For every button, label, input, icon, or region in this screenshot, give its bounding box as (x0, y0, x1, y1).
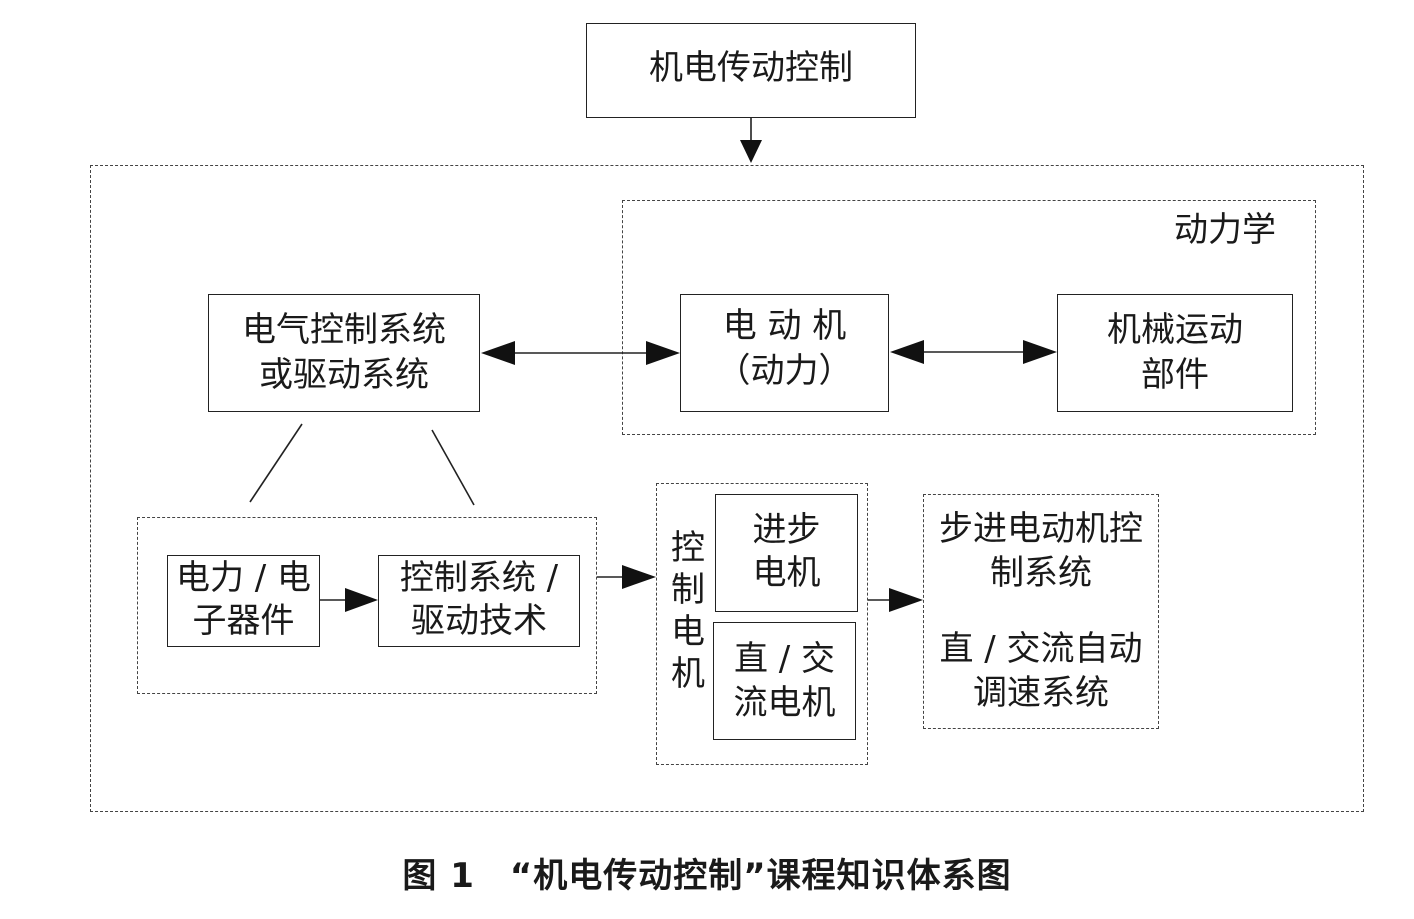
electrical-control-label-2: 或驱动系统 (259, 355, 429, 395)
speed-control-system-label-2: 调速系统 (973, 673, 1109, 713)
control-systems-region (923, 494, 1159, 729)
control-drive-box (378, 555, 580, 647)
branch-left-line (249, 423, 303, 503)
motor-label-1: 电 动 机 (722, 306, 847, 346)
branch-right-line (431, 429, 475, 506)
power-devices-label-2: 子器件 (192, 601, 295, 641)
acdc-motor-label-1: 直 / 交 (733, 639, 836, 679)
dynamics-label: 动力学 (1174, 210, 1276, 250)
stepper-control-system-label-1: 步进电动机控 (939, 509, 1143, 549)
acdc-motor-label-2: 流电机 (733, 683, 836, 723)
power-devices-box (167, 555, 320, 647)
stepper-motor-label-2: 电机 (752, 553, 821, 593)
dynamics-region (622, 200, 1316, 435)
control-motor-region (656, 483, 868, 765)
top-node-box (586, 23, 916, 118)
stepper-motor-box (715, 494, 858, 612)
outer-system-region (90, 165, 1364, 812)
power-devices-label-1: 电力 / 电 (175, 558, 312, 598)
control-motor-vertical-label: 控制电机 (671, 528, 705, 694)
top-node-label: 机电传动控制 (649, 48, 853, 88)
mechanical-parts-label-1: 机械运动 (1107, 310, 1243, 350)
electrical-control-box (208, 294, 480, 412)
control-drive-label-2: 驱动技术 (411, 601, 547, 641)
mechanical-parts-box (1057, 294, 1293, 412)
motor-label-2: （动力） (716, 351, 853, 391)
acdc-motor-box (713, 622, 856, 740)
mechanical-parts-label-2: 部件 (1141, 355, 1209, 395)
control-drive-label-1: 控制系统 / (399, 558, 559, 598)
speed-control-system-label-1: 直 / 交流自动 (939, 629, 1143, 669)
stepper-motor-label-1: 进步 (752, 510, 821, 550)
motor-box (680, 294, 889, 412)
electrical-control-label-1: 电气控制系统 (242, 310, 446, 350)
power-control-region (137, 517, 597, 694)
stepper-control-system-label-2: 制系统 (990, 553, 1092, 593)
figure-caption: 图 1 “机电传动控制”课程知识体系图 (402, 856, 1012, 896)
